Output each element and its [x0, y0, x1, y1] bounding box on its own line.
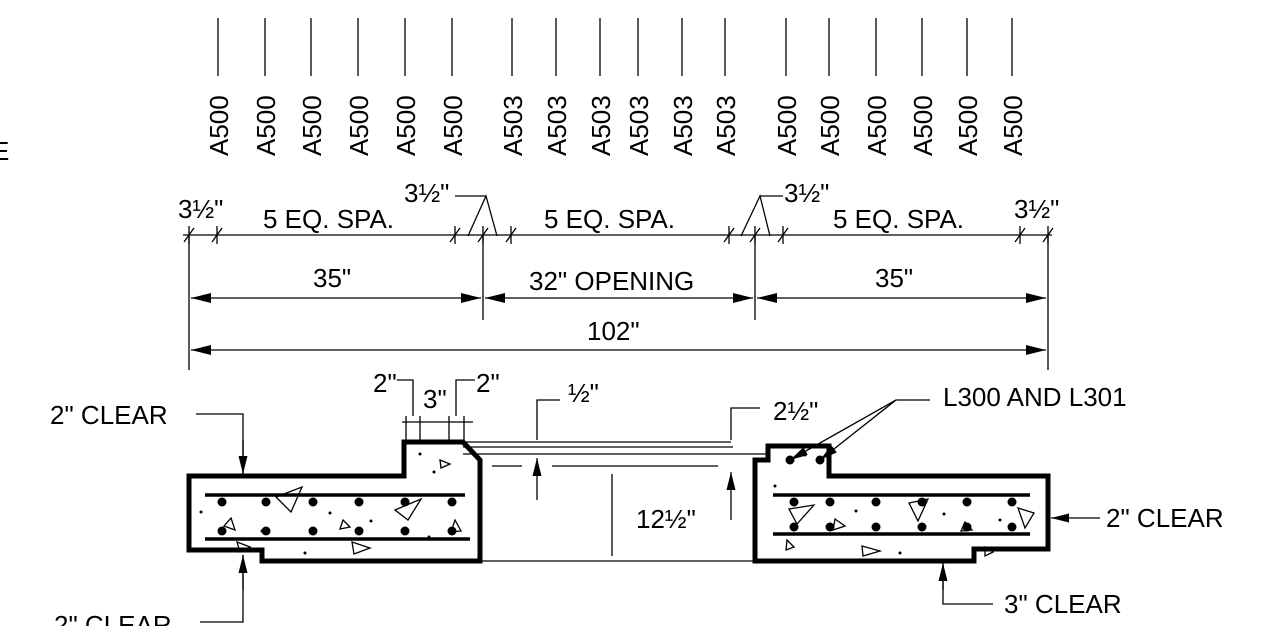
rebar-dot	[447, 497, 457, 507]
bar-mark-label: A500	[297, 95, 327, 156]
bar-mark-label: A503	[498, 95, 528, 156]
cover-left-label: 3½"	[178, 194, 223, 224]
bar-mark-label: A503	[586, 95, 616, 156]
rebar-dot	[354, 526, 364, 536]
rebar-callout-leader	[789, 399, 930, 461]
rebar-dot	[1007, 497, 1017, 507]
clear-top-left-label: 2" CLEAR	[50, 400, 168, 430]
rebar-callout-label: L300 AND L301	[943, 382, 1127, 412]
cover-mid-right-label: 3½"	[784, 178, 829, 208]
bar-mark-label: A503	[668, 95, 698, 156]
rebar-dot	[962, 497, 972, 507]
width-right-label: 35"	[875, 263, 913, 293]
bar-mark-label: A500	[815, 95, 845, 156]
curb-2-left-label: 2"	[373, 368, 397, 398]
bar-mark-label: A500	[344, 95, 374, 156]
bar-mark-label: A500	[908, 95, 938, 156]
rebar-dot	[217, 526, 227, 536]
cover-mid-left-label: 3½"	[404, 178, 449, 208]
bar-mark-group: A500 A500 A500 A500 A500 A500 A503 A503 A503 A503…	[204, 18, 1028, 156]
bar-mark-label: A500	[862, 95, 892, 156]
bar-mark-label: A500	[438, 95, 468, 156]
bar-mark-label: A500	[391, 95, 421, 156]
opening-label: 32" OPENING	[529, 266, 694, 296]
spacing-left-label: 5 EQ. SPA.	[263, 204, 394, 234]
rebar-dot	[400, 526, 410, 536]
rebar-dot	[261, 526, 271, 536]
bar-mark-label: A500	[204, 95, 234, 156]
edge-mark: E	[0, 136, 9, 166]
cover-right-label: 3½"	[1014, 194, 1059, 224]
two-half-label: 2½"	[773, 396, 818, 426]
depth-label: 12½"	[636, 504, 696, 534]
depth-leaders	[532, 399, 760, 556]
rebar-dot	[308, 526, 318, 536]
bar-mark-label: A500	[772, 95, 802, 156]
spacing-mid-label: 5 EQ. SPA.	[544, 204, 675, 234]
bar-mark-label: A500	[251, 95, 281, 156]
width-left-label: 35"	[313, 263, 351, 293]
bar-mark-label: A503	[711, 95, 741, 156]
curb-dimension	[397, 379, 475, 440]
spacing-right-label: 5 EQ. SPA.	[833, 204, 964, 234]
rebar-dot	[825, 497, 835, 507]
bar-mark-label: A500	[953, 95, 983, 156]
clear-bottom-left-label: 2" CLEAR	[54, 610, 172, 626]
rebar-dot	[871, 522, 881, 532]
rebar-dot	[217, 497, 227, 507]
overall-width-label: 102"	[587, 316, 640, 346]
rebar-dot	[1007, 522, 1017, 532]
curb-3-label: 3"	[423, 384, 447, 414]
rebar-dot	[789, 522, 799, 532]
bar-mark-label: A503	[542, 95, 572, 156]
rebar-dot	[789, 497, 799, 507]
rebar-dot	[962, 522, 972, 532]
rebar-dot	[308, 497, 318, 507]
width-dimension-row	[188, 235, 1049, 370]
bar-mark-label: A500	[998, 95, 1028, 156]
half-inch-label: ½"	[568, 378, 599, 408]
concrete-section	[186, 439, 1051, 564]
clear-cover-leaders	[196, 413, 1100, 623]
curb-2-right-label: 2"	[476, 368, 500, 398]
rebar-dot	[261, 497, 271, 507]
rebar-dot	[917, 522, 927, 532]
bar-mark-label: A503	[624, 95, 654, 156]
rebar-dot	[871, 497, 881, 507]
clear-right-label: 2" CLEAR	[1106, 503, 1224, 533]
rebar-dot	[825, 522, 835, 532]
rebar-dot	[354, 497, 364, 507]
clear-bottom-right-label: 3" CLEAR	[1004, 589, 1122, 619]
